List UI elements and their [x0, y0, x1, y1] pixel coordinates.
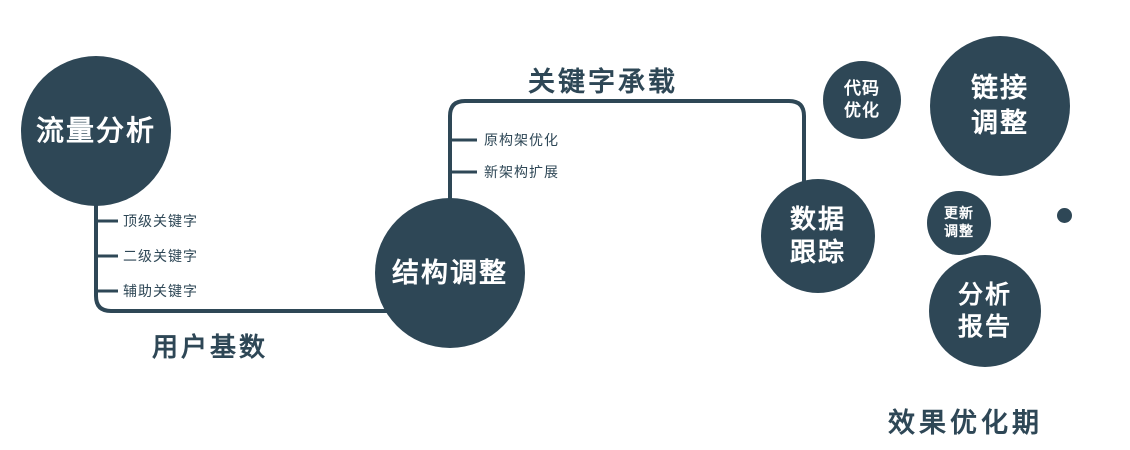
decorative-dot	[1057, 208, 1072, 223]
node-analysis-report-label-line2: 报告	[957, 313, 1012, 341]
node-code-optimization: 代码 优化	[823, 61, 901, 139]
footer-phase-label: 效果优化期	[888, 408, 1043, 438]
node-data-tracking: 数据 跟踪	[761, 179, 875, 293]
node-link-adjustment-label-line1: 链接	[971, 73, 1029, 104]
node-update-adjustment: 更新 调整	[927, 191, 991, 255]
node-link-adjustment-label-line2: 调整	[971, 108, 1029, 138]
branch-label-new-architecture: 新架构扩展	[484, 164, 559, 180]
edge-label-user-base: 用户基数	[152, 332, 269, 362]
node-traffic-analysis: 流量分析	[21, 56, 171, 206]
branch-label-secondary-keywords: 二级关键字	[123, 248, 198, 264]
node-analysis-report-label-line1: 分析	[957, 281, 1012, 309]
node-traffic-analysis-label: 流量分析	[35, 115, 156, 147]
node-structure-adjustment-label: 结构调整	[392, 257, 508, 288]
edge-traffic-to-structure	[94, 180, 430, 313]
node-code-optimization-label-line2: 优化	[844, 101, 880, 120]
node-link-adjustment: 链接 调整	[930, 36, 1070, 176]
branch-label-original-architecture: 原构架优化	[484, 132, 559, 148]
node-data-tracking-label-line2: 跟踪	[789, 237, 846, 267]
node-update-adjustment-label-line1: 更新	[944, 205, 974, 222]
node-code-optimization-label-line1: 代码	[844, 79, 880, 99]
edge-structure-to-tracking	[448, 99, 806, 212]
node-update-adjustment-label-line2: 调整	[944, 223, 974, 239]
node-structure-adjustment: 结构调整	[375, 198, 525, 348]
branch-label-top-keywords: 顶级关键字	[123, 213, 198, 229]
node-analysis-report: 分析 报告	[929, 255, 1041, 367]
branch-label-auxiliary-keywords: 辅助关键字	[123, 283, 198, 299]
edge-label-keyword-carry: 关键字承载	[528, 67, 678, 97]
node-data-tracking-label-line1: 数据	[789, 203, 846, 234]
